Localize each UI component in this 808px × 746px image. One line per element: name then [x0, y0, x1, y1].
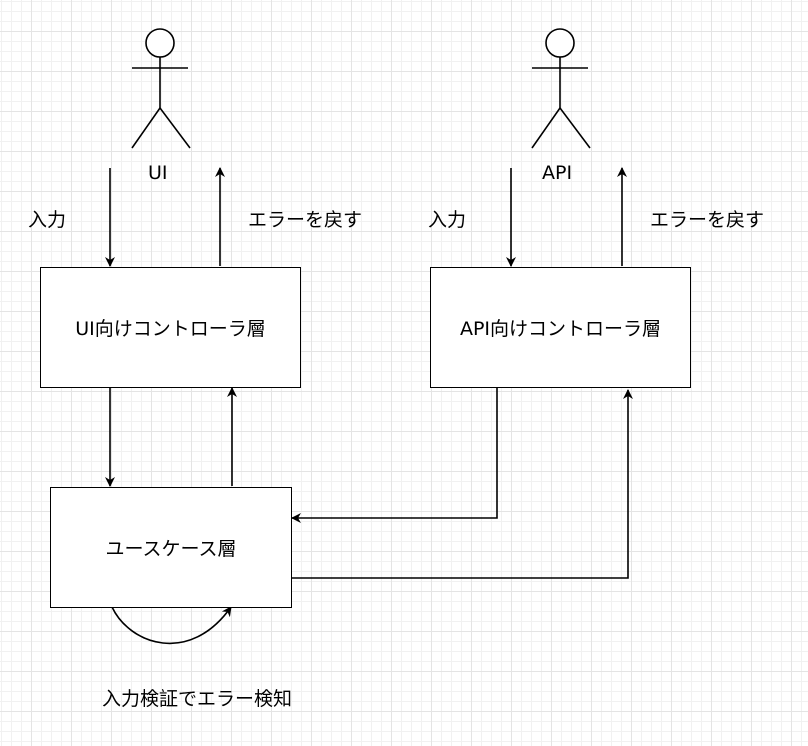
api-actor-label: API — [542, 162, 573, 184]
ui-actor-label: UI — [148, 162, 168, 184]
ui-controller-box[interactable]: UI向けコントローラ層 — [40, 267, 301, 388]
ui-controller-label: UI向けコントローラ層 — [75, 318, 266, 340]
api-controller-box[interactable]: API向けコントローラ層 — [430, 267, 691, 388]
usecase-to-api-arrow — [292, 389, 633, 579]
validation-loop-arrow — [111, 606, 232, 645]
ui-actor-figure — [131, 28, 191, 149]
api-actor-figure — [531, 28, 591, 149]
ui-error-label: エラーを戻す — [248, 209, 363, 231]
api-input-label: 入力 — [428, 209, 467, 231]
api-error-label: エラーを戻す — [650, 209, 765, 231]
usecase-box[interactable]: ユースケース層 — [50, 487, 292, 608]
api-controller-label: API向けコントローラ層 — [459, 318, 662, 340]
usecase-label: ユースケース層 — [105, 538, 237, 560]
ui-input-label: 入力 — [28, 209, 67, 231]
validation-label: 入力検証でエラー検知 — [102, 688, 293, 710]
api-to-usecase-arrow — [291, 388, 498, 523]
